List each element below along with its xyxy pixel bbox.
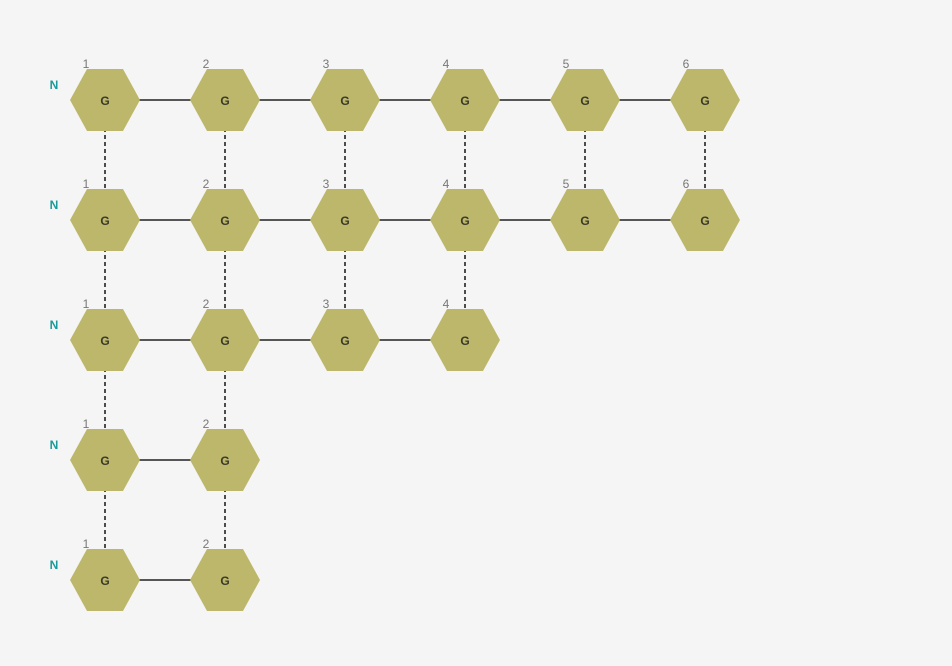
node[interactable]: G1 (70, 417, 140, 491)
node[interactable]: G3 (310, 57, 380, 131)
hexagon-node-shape (550, 189, 620, 251)
hexagon-node-shape (550, 69, 620, 131)
node[interactable]: G2 (190, 537, 260, 611)
node-label: G (460, 94, 469, 108)
node-index-label: 3 (323, 297, 330, 311)
hexagon-node-shape (670, 189, 740, 251)
node-label: G (100, 574, 109, 588)
hexagon-node-shape (70, 189, 140, 251)
node-index-label: 1 (83, 177, 90, 191)
node[interactable]: G2 (190, 417, 260, 491)
node-index-label: 1 (83, 417, 90, 431)
node-index-label: 2 (203, 537, 210, 551)
node-label: G (580, 214, 589, 228)
row-label: N (50, 438, 59, 452)
hexagon-node-shape (70, 549, 140, 611)
hexagon-node-shape (670, 69, 740, 131)
node-index-label: 1 (83, 537, 90, 551)
node[interactable]: G4 (430, 57, 500, 131)
node-label: G (580, 94, 589, 108)
row-label: N (50, 558, 59, 572)
node-index-label: 3 (323, 177, 330, 191)
node[interactable]: G3 (310, 297, 380, 371)
node-label: G (100, 454, 109, 468)
nodes-layer: NG1G2G3G4G5G6NG1G2G3G4G5G6NG1G2G3G4NG1G2… (50, 57, 740, 611)
hexagon-node-shape (430, 189, 500, 251)
node[interactable]: G4 (430, 297, 500, 371)
node[interactable]: G1 (70, 297, 140, 371)
hexagon-node-shape (70, 429, 140, 491)
node-label: G (100, 334, 109, 348)
node[interactable]: G6 (670, 57, 740, 131)
node[interactable]: G1 (70, 537, 140, 611)
node[interactable]: G5 (550, 57, 620, 131)
hexagon-node-shape (70, 69, 140, 131)
node-label: G (340, 94, 349, 108)
node-index-label: 2 (203, 417, 210, 431)
node-index-label: 1 (83, 57, 90, 71)
node[interactable]: G5 (550, 177, 620, 251)
node[interactable]: G2 (190, 57, 260, 131)
row-label: N (50, 78, 59, 92)
hexagon-node-shape (190, 309, 260, 371)
hexagon-node-shape (430, 309, 500, 371)
node-index-label: 6 (683, 57, 690, 71)
node[interactable]: G2 (190, 177, 260, 251)
node[interactable]: G1 (70, 57, 140, 131)
node-label: G (220, 214, 229, 228)
node-index-label: 1 (83, 297, 90, 311)
hexagon-node-shape (190, 69, 260, 131)
node-index-label: 5 (563, 177, 570, 191)
node[interactable]: G4 (430, 177, 500, 251)
node[interactable]: G6 (670, 177, 740, 251)
hexagon-node-shape (190, 189, 260, 251)
node-label: G (220, 454, 229, 468)
node-label: G (340, 334, 349, 348)
node-label: G (340, 214, 349, 228)
hexagon-node-shape (430, 69, 500, 131)
node-index-label: 4 (443, 177, 450, 191)
row-label: N (50, 198, 59, 212)
hexagon-node-shape (190, 549, 260, 611)
node-label: G (220, 574, 229, 588)
node-index-label: 2 (203, 297, 210, 311)
node-index-label: 4 (443, 57, 450, 71)
hexagon-node-shape (190, 429, 260, 491)
node-index-label: 3 (323, 57, 330, 71)
node-label: G (700, 214, 709, 228)
node[interactable]: G1 (70, 177, 140, 251)
node-index-label: 2 (203, 177, 210, 191)
hexagon-node-shape (70, 309, 140, 371)
node-label: G (220, 94, 229, 108)
node[interactable]: G2 (190, 297, 260, 371)
node-index-label: 4 (443, 297, 450, 311)
node-index-label: 2 (203, 57, 210, 71)
node-index-label: 5 (563, 57, 570, 71)
row-label: N (50, 318, 59, 332)
node-label: G (100, 94, 109, 108)
node-label: G (460, 214, 469, 228)
node-label: G (460, 334, 469, 348)
node[interactable]: G3 (310, 177, 380, 251)
hexagon-node-shape (310, 69, 380, 131)
hexagon-node-shape (310, 309, 380, 371)
node-index-label: 6 (683, 177, 690, 191)
node-label: G (100, 214, 109, 228)
node-label: G (220, 334, 229, 348)
hexagon-node-shape (310, 189, 380, 251)
node-label: G (700, 94, 709, 108)
